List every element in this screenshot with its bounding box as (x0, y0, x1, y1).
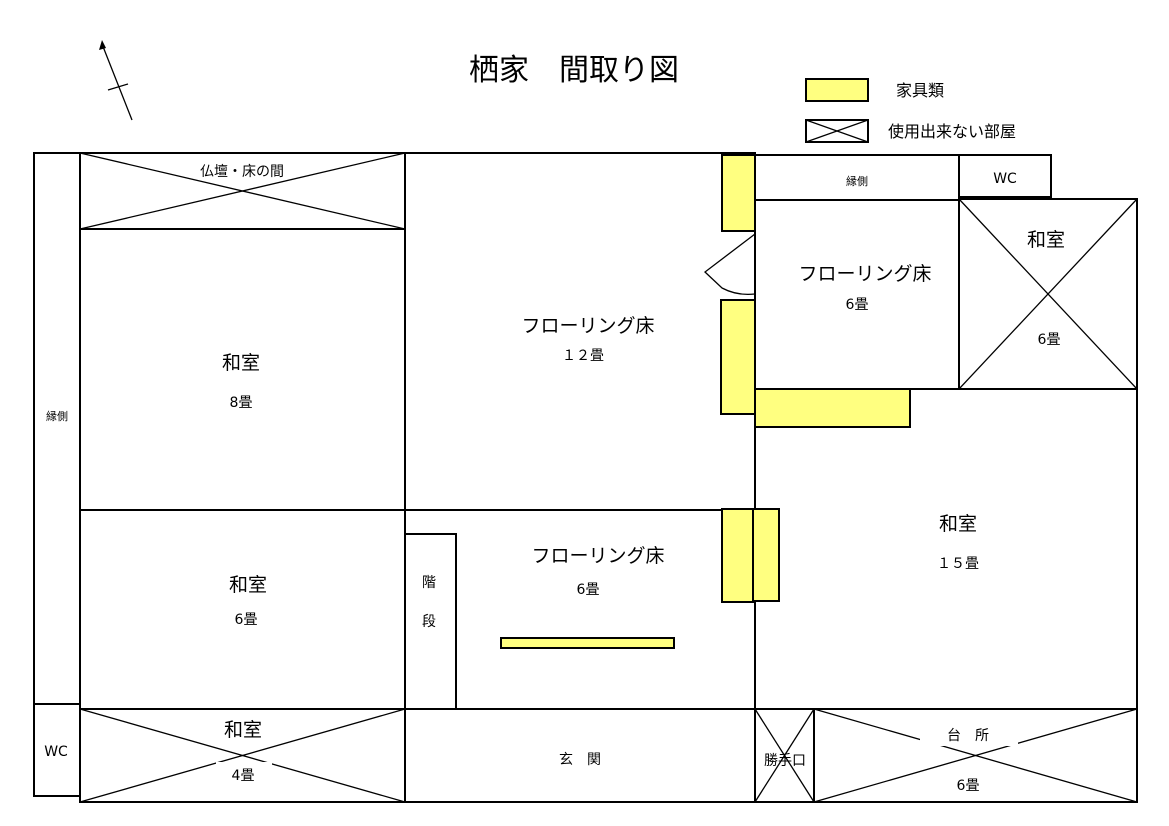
legend-unusable-label: 使用出来ない部屋 (888, 122, 1016, 141)
room-label-genkan: 玄 関 (559, 751, 601, 768)
room-label-washitsu-8-name: 和室 (222, 352, 260, 374)
room-label-washitsu-6-west-name: 和室 (229, 574, 267, 596)
door-swing-icon (703, 233, 756, 296)
crossed-box-icon (805, 119, 869, 143)
room-label-wc-southwest: WC (44, 744, 68, 760)
room-label-flooring-6-south-size: 6畳 (577, 582, 600, 598)
room-label-flooring-12-name: フローリング床 (521, 315, 654, 337)
furniture-cabinet-3 (754, 388, 911, 428)
room-label-stairs-1: 階 (422, 575, 436, 591)
room-label-flooring-6-north-name: フローリング床 (798, 263, 931, 285)
room-label-wc-northeast: WC (993, 171, 1017, 187)
room-label-flooring-12-size: １２畳 (562, 348, 604, 364)
room-label-washitsu-4-size: 4畳 (232, 768, 255, 784)
room-label-washitsu-15-size: １５畳 (937, 556, 979, 572)
room-label-kitchen-size: 6畳 (957, 778, 980, 794)
room-label-stairs-2: 段 (422, 614, 436, 630)
room-wc-northeast (958, 154, 1052, 198)
room-washitsu-8 (79, 228, 406, 511)
room-label-washitsu-6-northeast-size: 6畳 (1038, 332, 1061, 348)
room-label-engawa-north: 縁側 (846, 174, 868, 188)
room-label-washitsu-15-name: 和室 (939, 513, 977, 535)
legend-furniture-label: 家具類 (896, 81, 944, 100)
room-wc-southwest (33, 703, 81, 797)
furniture-cabinet-2 (720, 299, 756, 415)
room-label-kitchen-name: 台 所 (947, 728, 989, 744)
room-label-washitsu-6-northeast-name: 和室 (1027, 229, 1065, 251)
compass-arrow-icon (99, 40, 133, 121)
room-label-flooring-6-south-name: フローリング床 (531, 545, 664, 567)
furniture-cabinet-1 (721, 154, 756, 232)
room-engawa-west (33, 152, 81, 705)
room-label-butsudan: 仏壇・床の間 (200, 163, 284, 180)
room-genkan (404, 708, 756, 803)
room-label-washitsu-6-west-size: 6畳 (235, 612, 258, 628)
furniture-cabinet-5 (752, 508, 780, 602)
room-washitsu-15 (754, 388, 1138, 710)
room-washitsu-6-west (79, 509, 406, 710)
plan-title: 栖家 間取り図 (469, 53, 679, 88)
room-katteguchi (754, 708, 815, 803)
legend: 家具類 使用出来ない部屋 (805, 78, 1016, 143)
furniture-shelf (500, 637, 675, 649)
legend-furniture-swatch (805, 78, 869, 102)
furniture-cabinet-4 (721, 508, 754, 603)
room-flooring-12 (404, 152, 756, 511)
room-label-engawa-west: 縁側 (46, 409, 68, 423)
room-flooring-6-north (754, 199, 960, 390)
room-label-washitsu-8-size: 8畳 (230, 395, 253, 411)
room-stairs (404, 533, 457, 710)
room-label-katteguchi: 勝手口 (764, 753, 806, 769)
room-label-washitsu-4-name: 和室 (224, 719, 262, 741)
room-flooring-6-south (404, 509, 756, 710)
room-label-flooring-6-north-size: 6畳 (846, 297, 869, 313)
